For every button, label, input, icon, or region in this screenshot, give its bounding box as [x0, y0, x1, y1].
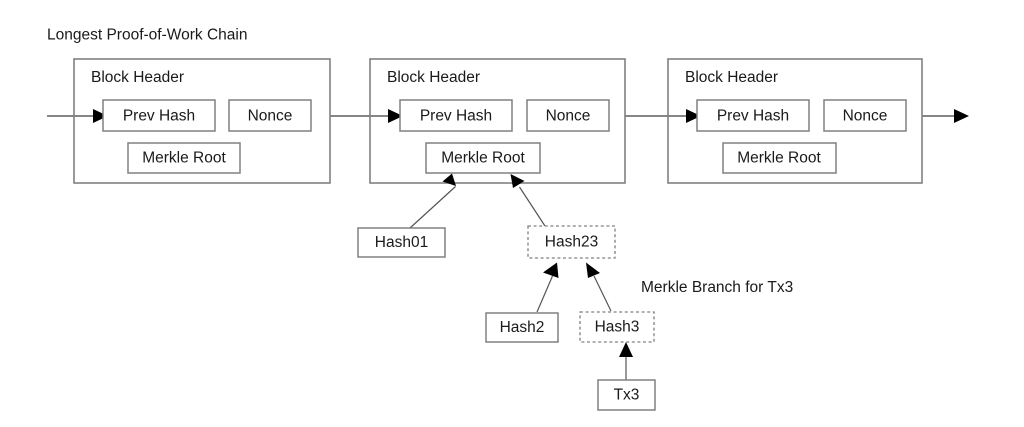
chain-arrow-out-of-block-3	[922, 109, 969, 123]
edge-hash3-to-hash23	[586, 262, 612, 312]
merkle-branch-annotation: Merkle Branch for Tx3	[641, 279, 793, 296]
block-2-nonce-box	[526, 99, 610, 132]
hash23-label: Hash23	[545, 234, 598, 251]
edge-hash2-to-hash23	[536, 262, 559, 313]
hash01-box	[357, 227, 446, 258]
block-3-nonce-label: Nonce	[843, 108, 888, 125]
merkle-node-hash01[interactable]: Hash01	[357, 227, 446, 258]
page-title: Longest Proof-of-Work Chain	[47, 27, 247, 44]
hash2-box	[485, 312, 559, 343]
block-3-prev-hash-box	[696, 99, 810, 132]
block-2-merkle-root-label: Merkle Root	[441, 150, 525, 167]
chain-arrow-into-block-1	[47, 109, 108, 123]
hash23-box	[527, 225, 616, 259]
merkle-node-hash2[interactable]: Hash2	[485, 312, 559, 343]
edge-tx3-to-hash3	[619, 342, 633, 380]
block-1-nonce-box	[228, 99, 312, 132]
block-3-merkle-root-label: Merkle Root	[737, 150, 821, 167]
edge-hash23-to-merkle-root	[510, 174, 546, 227]
block-2-merkle-root-box	[425, 142, 541, 174]
block-3-nonce-box	[823, 99, 907, 132]
block-1-header-label: Block Header	[91, 69, 184, 86]
block-2-merkle-root-field[interactable]: Merkle Root	[425, 142, 541, 174]
hash01-label: Hash01	[375, 234, 428, 251]
chain-arrow-block-2-to-block-3	[625, 109, 701, 123]
block-2-prev-hash-label: Prev Hash	[420, 108, 492, 125]
hash2-label: Hash2	[500, 319, 545, 336]
tx3-label: Tx3	[614, 387, 640, 404]
merkle-node-tx3[interactable]: Tx3	[597, 379, 656, 411]
hash3-label: Hash3	[595, 319, 640, 336]
block-3-outline	[667, 58, 923, 184]
tx3-box	[597, 379, 656, 411]
block-2-nonce-field[interactable]: Nonce	[526, 99, 610, 132]
block-3[interactable]: Block Header Prev Hash Nonce Merkle Root	[667, 58, 923, 184]
block-1-outline	[73, 58, 331, 184]
block-2-prev-hash-field[interactable]: Prev Hash	[399, 99, 513, 132]
block-1[interactable]: Block Header Prev Hash Nonce Merkle Root	[73, 58, 331, 184]
chain-arrow-block-1-to-block-2	[330, 109, 403, 123]
edge-hash01-to-merkle-root	[409, 173, 456, 229]
block-3-prev-hash-label: Prev Hash	[717, 108, 789, 125]
block-1-prev-hash-label: Prev Hash	[123, 108, 195, 125]
block-1-prev-hash-field[interactable]: Prev Hash	[102, 99, 216, 132]
block-2-nonce-label: Nonce	[546, 108, 591, 125]
merkle-node-hash3[interactable]: Hash3	[579, 311, 655, 343]
block-1-nonce-label: Nonce	[248, 108, 293, 125]
block-1-merkle-root-label: Merkle Root	[142, 150, 226, 167]
block-3-prev-hash-field[interactable]: Prev Hash	[696, 99, 810, 132]
block-3-merkle-root-field[interactable]: Merkle Root	[722, 142, 837, 174]
block-3-merkle-root-box	[722, 142, 837, 174]
block-3-nonce-field[interactable]: Nonce	[823, 99, 907, 132]
hash3-box	[579, 311, 655, 343]
block-3-header-label: Block Header	[685, 69, 778, 86]
block-2-prev-hash-box	[399, 99, 513, 132]
merkle-node-hash23[interactable]: Hash23	[527, 225, 616, 259]
block-1-merkle-root-box	[127, 142, 241, 174]
block-2[interactable]: Block Header Prev Hash Nonce Merkle Root	[369, 58, 626, 184]
block-1-merkle-root-field[interactable]: Merkle Root	[127, 142, 241, 174]
block-1-prev-hash-box	[102, 99, 216, 132]
block-2-header-label: Block Header	[387, 69, 480, 86]
block-2-outline	[369, 58, 626, 184]
block-1-nonce-field[interactable]: Nonce	[228, 99, 312, 132]
